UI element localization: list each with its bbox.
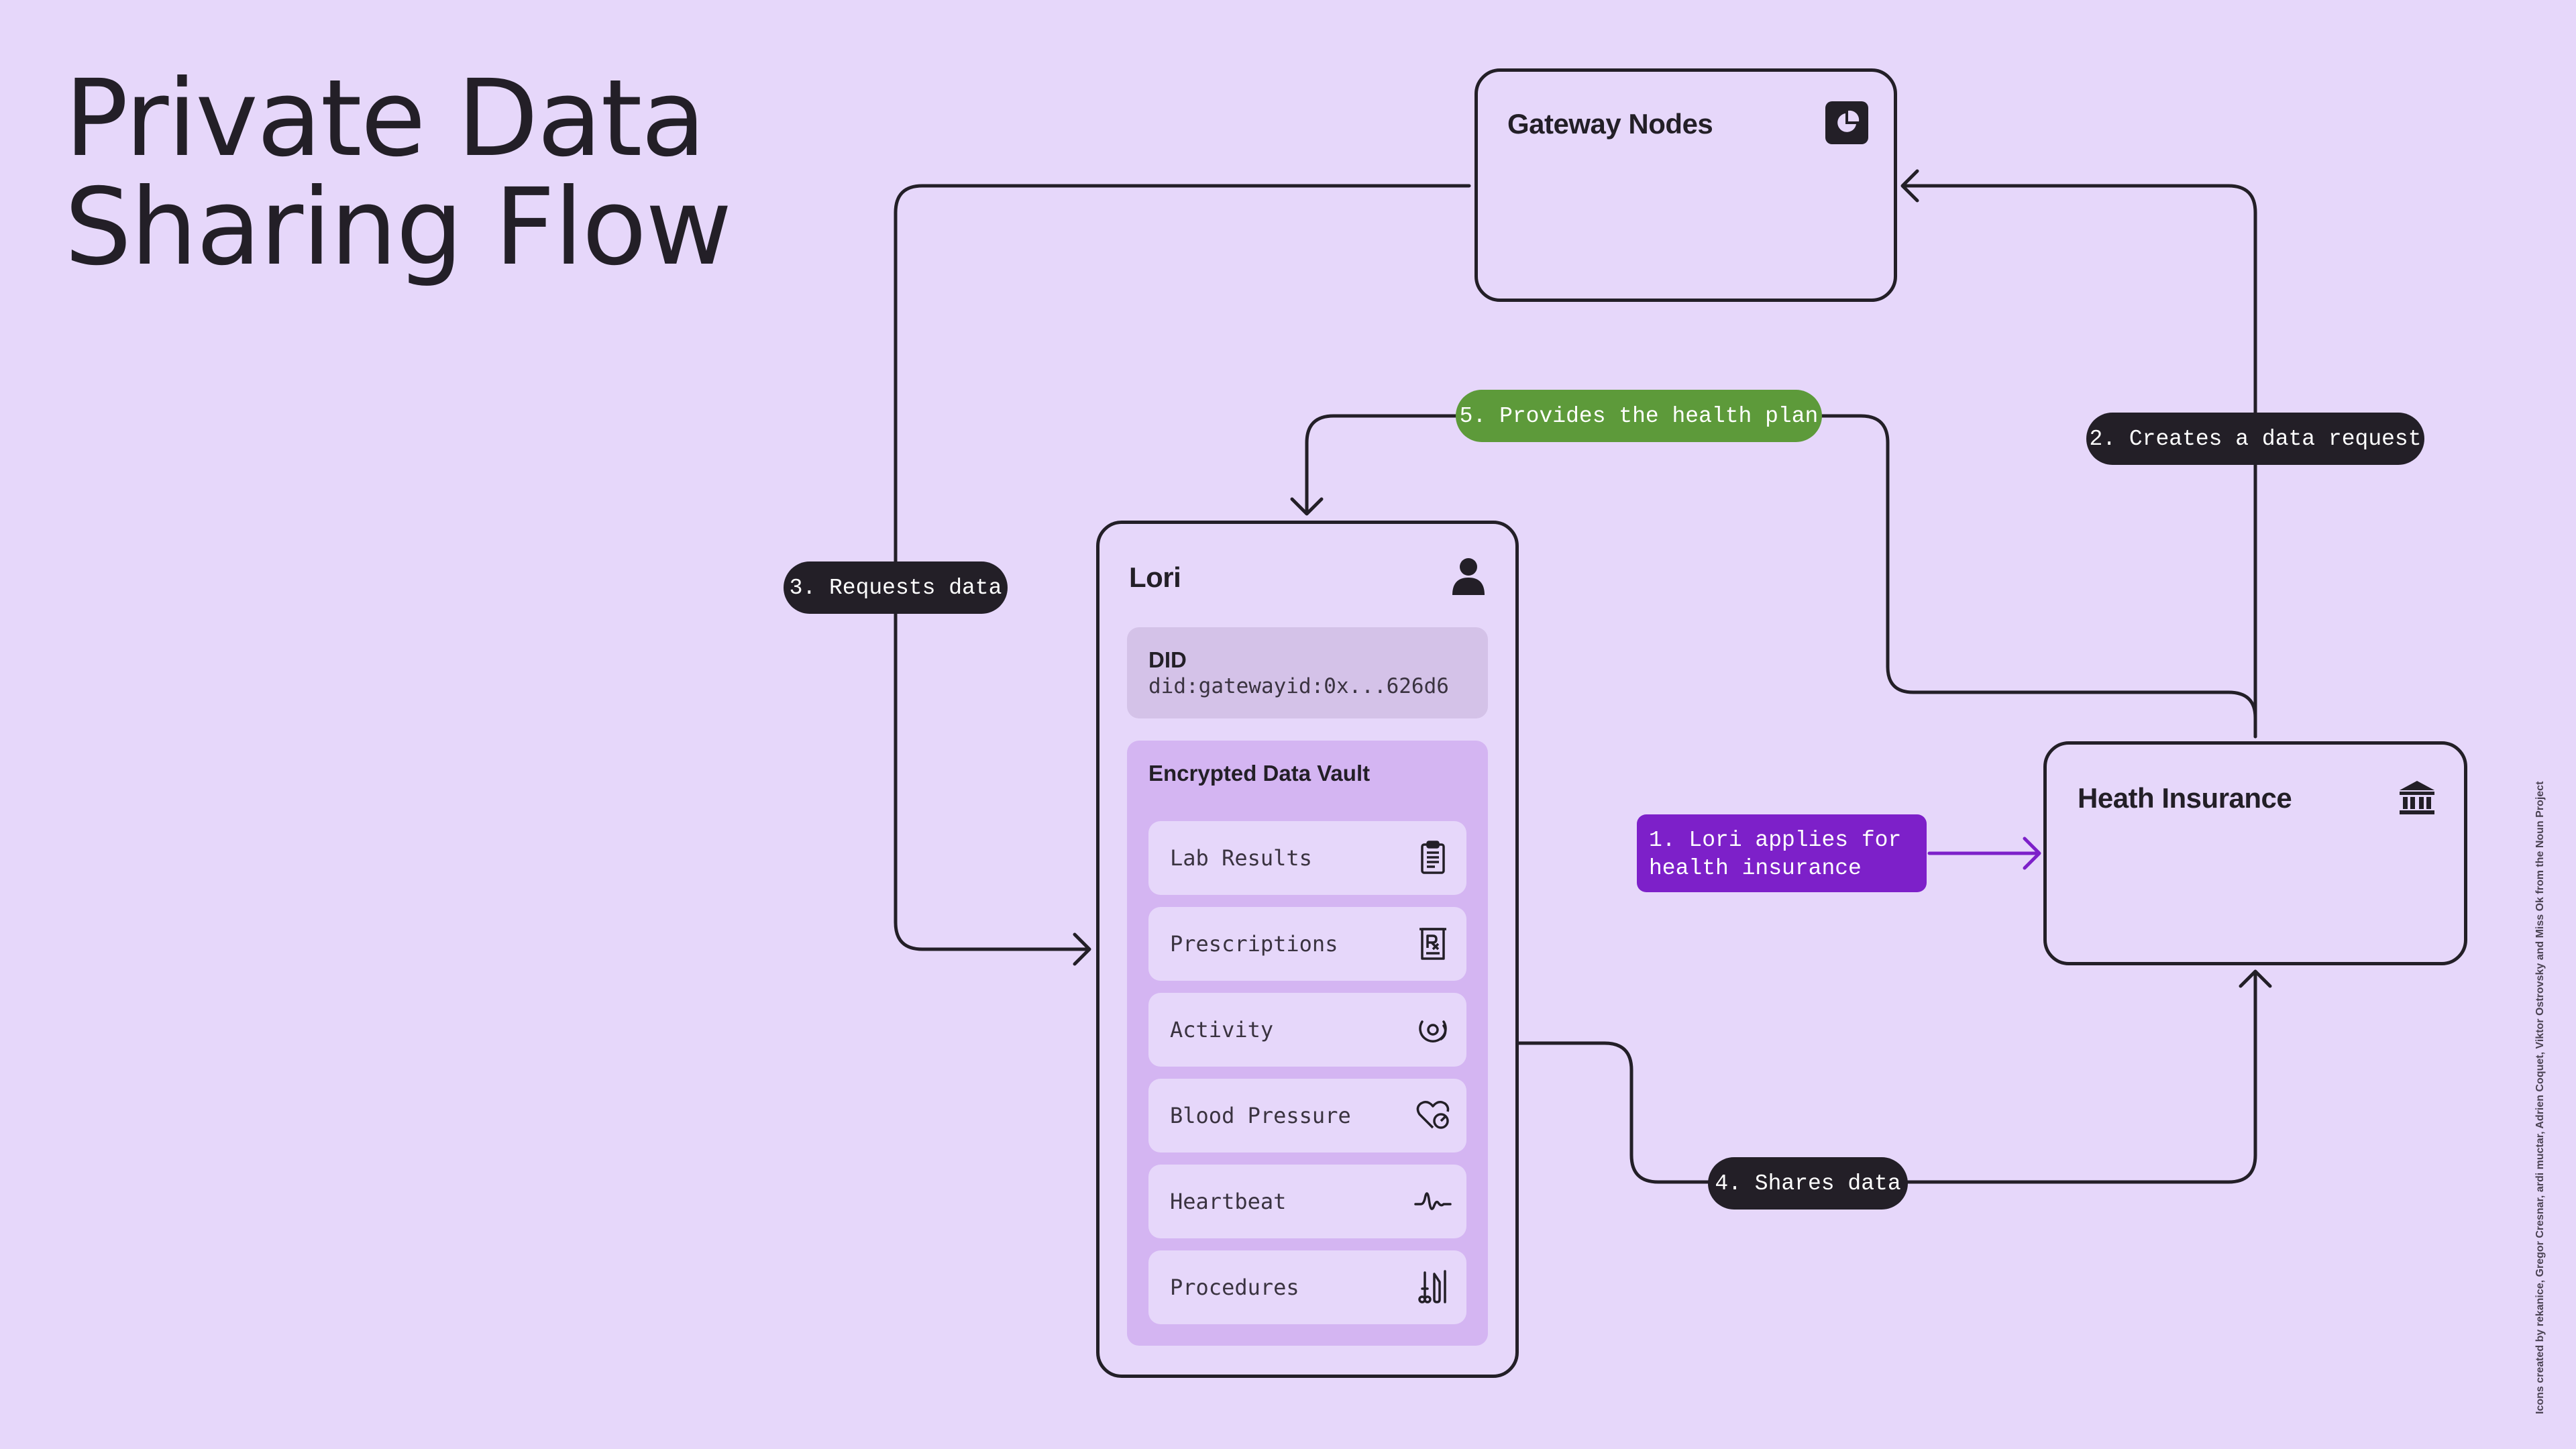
gateway-nodes-card: Gateway Nodes [1474,68,1897,302]
vault-item-label: Procedures [1170,1275,1299,1300]
vault-item-blood-pressure[interactable]: Blood Pressure [1148,1079,1466,1152]
vault-item-lab-results[interactable]: Lab Results [1148,821,1466,895]
step-shares-data: 4. Shares data [1708,1157,1908,1210]
health-insurance-card: Heath Insurance [2043,741,2467,965]
page-title-line-1: Private Data [64,57,706,180]
did-box: DID did:gatewayid:0x...626d6 [1127,627,1488,718]
gateway-nodes-title: Gateway Nodes [1507,108,1713,140]
vault-item-label: Lab Results [1170,845,1312,871]
arrow-shares-data [1489,971,2257,1184]
arrowhead-requests-data [1073,932,1091,966]
activity-icon [1414,1011,1452,1049]
page-title: Private Data Sharing Flow [64,57,732,289]
encrypted-data-vault: Encrypted Data Vault Lab Results Prescri… [1127,741,1488,1346]
health-insurance-title: Heath Insurance [2078,782,2292,814]
step-creates-data-request: 2. Creates a data request [2086,413,2424,465]
lori-title: Lori [1129,561,1181,593]
arrowhead-shares-data [2239,969,2272,988]
did-label: DID [1148,647,1187,672]
arrow-provides-plan [1305,414,2257,739]
step-lori-applies-line-2: health insurance [1649,856,1862,881]
step-lori-applies-line-1: 1. Lori applies for [1649,828,1902,853]
surgical-tools-icon [1414,1269,1452,1306]
page-title-line-2: Sharing Flow [64,166,732,289]
arrow-creates-request [1902,184,2257,739]
vault-item-procedures[interactable]: Procedures [1148,1250,1466,1324]
arrowhead-provides-plan [1290,497,1324,516]
icon-credits: Icons created by rekanice, Gregor Cresna… [2534,781,2546,1414]
did-value: did:gatewayid:0x...626d6 [1148,674,1449,698]
vault-item-activity[interactable]: Activity [1148,993,1466,1067]
vault-item-heartbeat[interactable]: Heartbeat [1148,1165,1466,1238]
arrowhead-applies-insurance [2023,837,2041,870]
vault-item-label: Activity [1170,1017,1274,1042]
clipboard-icon [1414,839,1452,877]
vault-title: Encrypted Data Vault [1148,761,1371,786]
vault-item-prescriptions[interactable]: Prescriptions [1148,907,1466,981]
user-icon [1451,557,1486,595]
bank-icon [2397,778,2437,818]
heart-pressure-icon [1414,1097,1452,1134]
step-provides-health-plan: 5. Provides the health plan [1456,390,1822,442]
step-lori-applies: 1. Lori applies for health insurance [1637,814,1927,892]
vault-item-label: Heartbeat [1170,1189,1287,1214]
arrowhead-creates-request [1900,169,1919,203]
heartbeat-wave-icon [1414,1183,1452,1220]
gateway-node-icon [1825,101,1868,144]
step-requests-data: 3. Requests data [784,561,1008,614]
vault-item-label: Blood Pressure [1170,1103,1351,1128]
prescription-icon [1414,925,1452,963]
vault-item-label: Prescriptions [1170,931,1338,957]
